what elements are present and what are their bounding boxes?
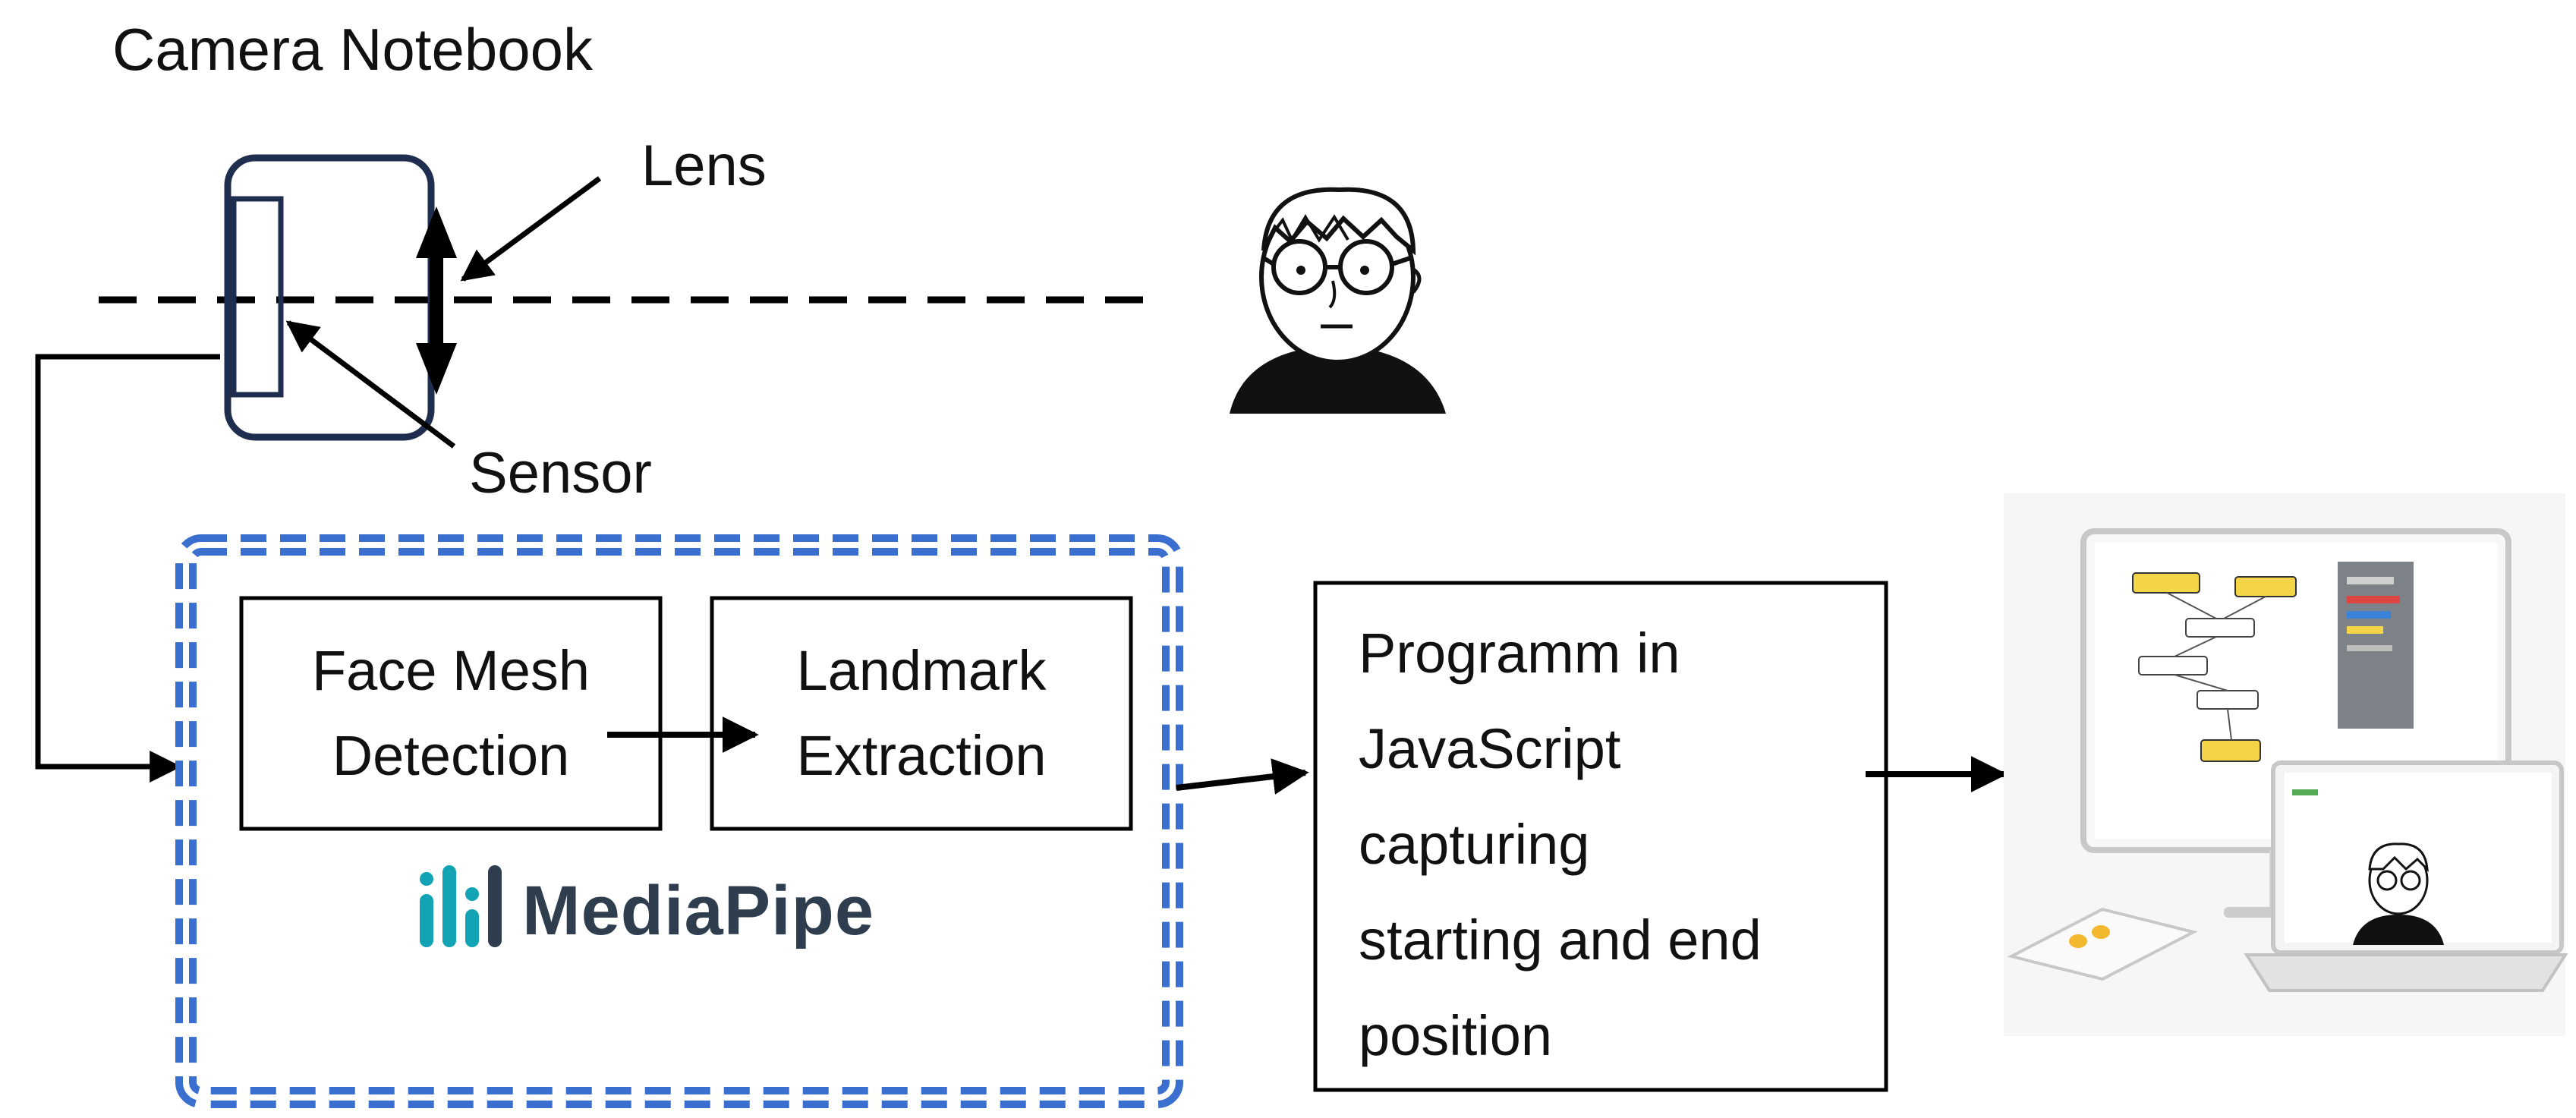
program-label-line-2: JavaScript	[1359, 717, 1621, 780]
landmark-label-line-2: Extraction	[796, 724, 1047, 787]
program-box	[1313, 581, 1888, 1092]
computer-setup-icon	[2004, 493, 2568, 1036]
mediapipe-to-program-arrow	[1176, 758, 1309, 795]
lens-arrow-bottom-head	[416, 343, 457, 395]
camera-output-connector	[35, 354, 220, 783]
mediapipe-brand-text: MediaPipe	[522, 872, 875, 950]
program-label-line-4: starting and end	[1359, 909, 1762, 972]
program-label-line-1: Programm in	[1359, 622, 1680, 685]
landmark-label: Landmark Extraction	[712, 628, 1131, 798]
sensor-pointer-arrow	[285, 320, 456, 449]
mediapipe-logo-icon	[420, 865, 502, 947]
face-mesh-box	[239, 596, 663, 831]
landmark-label-line-1: Landmark	[796, 639, 1047, 702]
face-mesh-label: Face Mesh Detection	[241, 628, 660, 798]
program-label: Programm in JavaScript capturing startin…	[1359, 606, 1875, 1084]
sensor-rect	[231, 196, 284, 398]
sensor-label: Sensor	[469, 441, 652, 505]
diagram-title: Camera Notebook	[112, 16, 593, 83]
person-glasses-icon	[1230, 187, 1446, 414]
lens-pointer-arrow	[460, 176, 602, 282]
face-mesh-label-line-1: Face Mesh	[311, 639, 590, 702]
lens-label: Lens	[641, 134, 767, 198]
landmark-box	[710, 596, 1133, 831]
mediapipe-group-border-inner	[183, 542, 1176, 1101]
program-label-line-3: capturing	[1359, 813, 1590, 876]
face-mesh-label-line-2: Detection	[332, 724, 570, 787]
program-label-line-5: position	[1359, 1004, 1553, 1067]
lens-arrow-top-head	[416, 206, 457, 258]
